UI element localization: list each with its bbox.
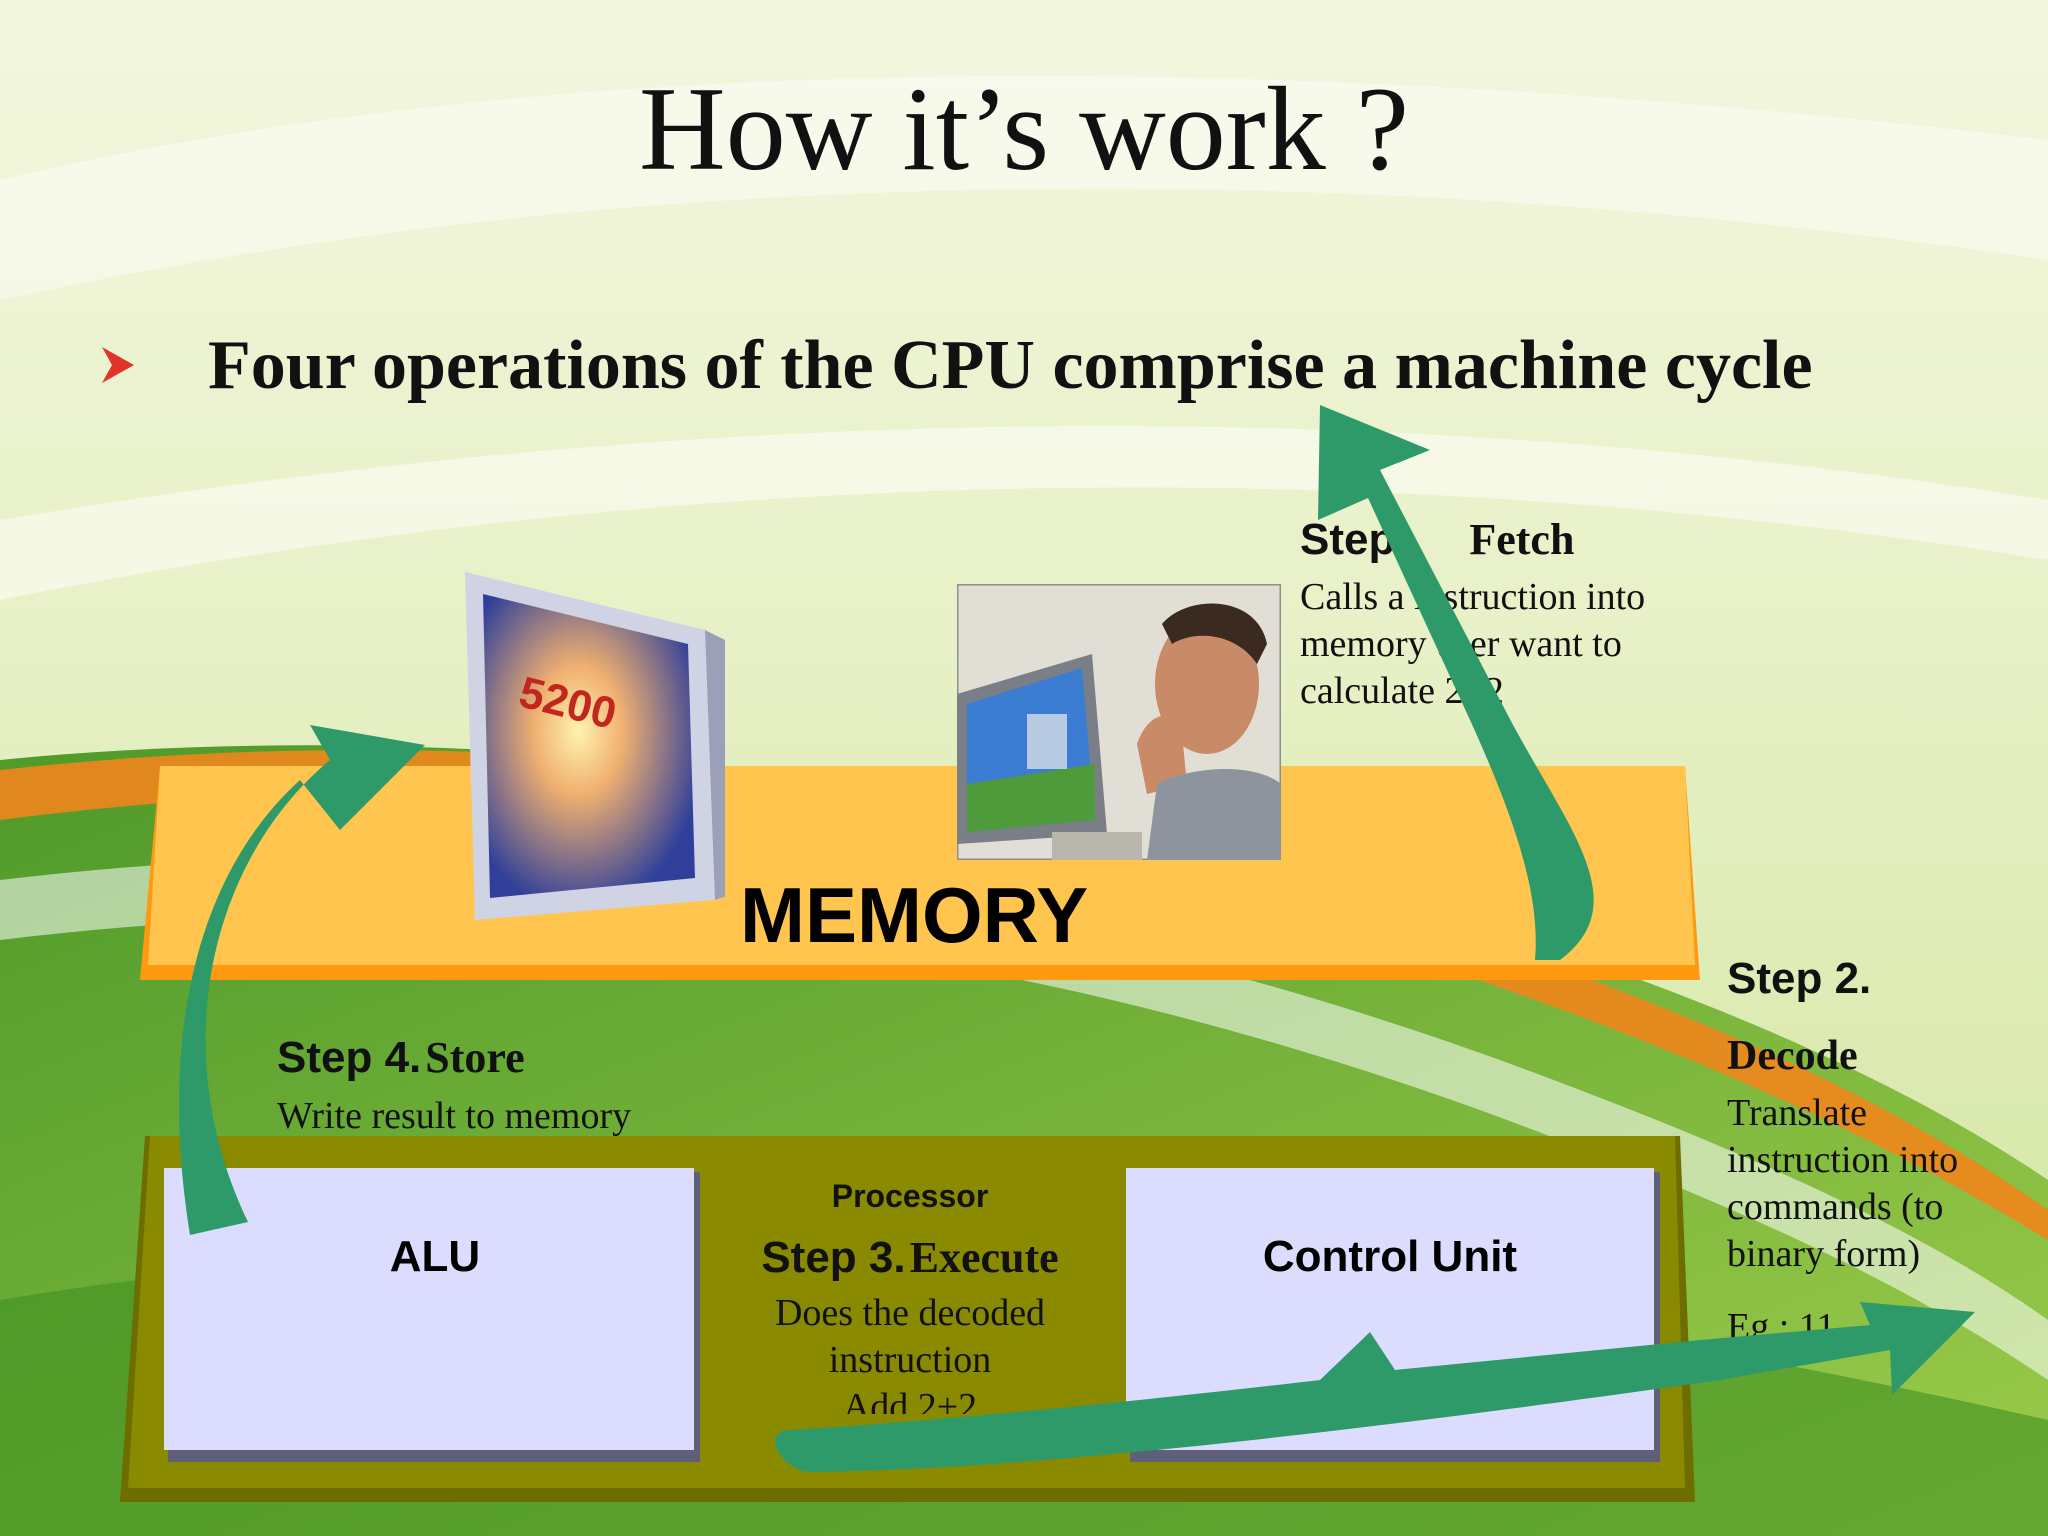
step3-line1: Does the decoded [774, 1292, 1046, 1334]
step3-heading: Step 3. Execute [700, 1232, 1120, 1283]
step3-line3: Add 2+2 [842, 1386, 978, 1414]
step2-description: Translate instruction into commands (to … [1727, 1092, 1959, 1275]
step1-heading: Step Fetch [1300, 514, 1574, 565]
step2-example: Eg : 11... [1727, 1306, 1864, 1343]
step1-description: Calls a instruction into memory user wan… [1300, 576, 1646, 712]
bullet-text: Four operations of the CPU comprise a ma… [208, 327, 1813, 404]
user-photo [957, 584, 1281, 860]
memory-label: MEMORY [740, 871, 1089, 959]
monitor-image: 5200 [465, 572, 725, 920]
step4-prefix: Step 4. [277, 1033, 422, 1082]
bullet-arrow-icon [102, 347, 134, 383]
control-unit-label: Control Unit [1262, 1232, 1518, 1281]
step3-name: Execute [909, 1233, 1059, 1282]
alu-label: ALU [389, 1232, 481, 1281]
step4-heading: Step 4. Store [277, 1032, 525, 1083]
step1-name: Fetch [1469, 515, 1575, 564]
step2-name: Decode [1727, 1033, 1858, 1079]
processor-label: Processor [831, 1178, 989, 1214]
slide-title: How it’s work ? [639, 62, 1409, 195]
step3-prefix: Step 3. [761, 1233, 906, 1282]
step4-name: Store [425, 1033, 525, 1082]
step3-line2: instruction [828, 1339, 992, 1381]
step4-description: Write result to memory [277, 1095, 632, 1137]
step2-heading: Step 2. [1727, 954, 1872, 1003]
step3-description: Does the decoded instruction Add 2+2 [700, 1290, 1120, 1414]
step1-prefix: Step [1300, 515, 1396, 564]
